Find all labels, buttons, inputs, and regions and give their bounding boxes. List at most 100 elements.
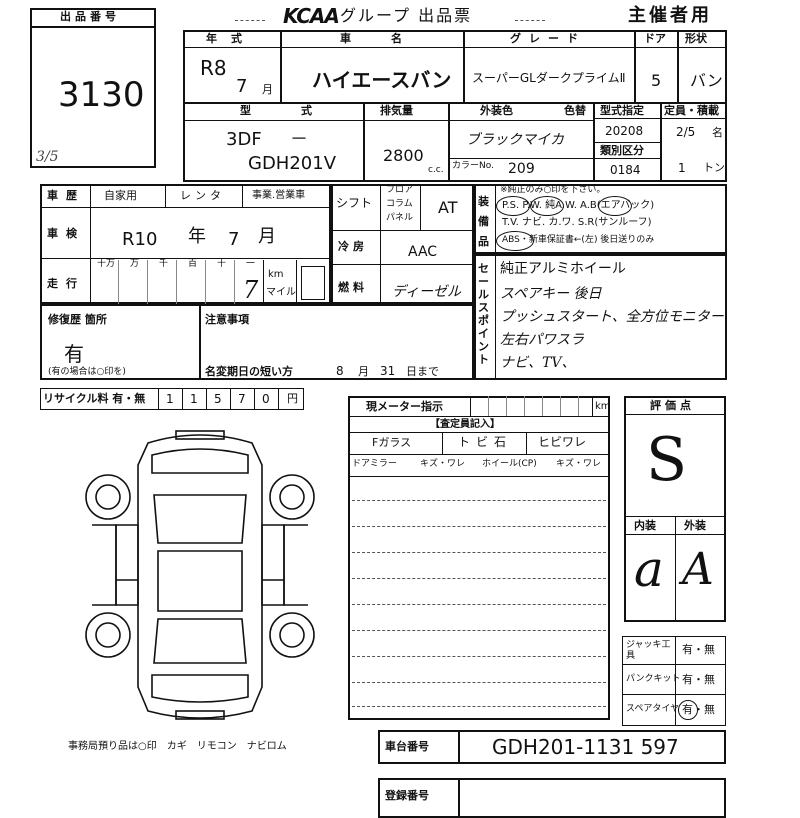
capacity-unit: 名 — [712, 126, 723, 139]
recycle-table — [40, 388, 304, 410]
vehicle-table — [183, 30, 727, 182]
fuel-value: ディーゼル — [392, 284, 462, 300]
month-unit: 月 — [262, 83, 273, 96]
mileage-unit-100k: 十万 — [97, 259, 116, 269]
equip-circle-abs — [496, 231, 534, 251]
inspector-label: 【査定員記入】 — [430, 419, 500, 430]
sales-point-2: スペアキー 後日 — [500, 286, 602, 302]
body-label: 形状 — [685, 32, 707, 45]
model-dash: － — [290, 129, 308, 150]
equipment-line-2: T.V. ナビ. カ.ワ. S.R(サンルーフ) — [502, 217, 652, 228]
recycle-digit-5: 0 — [262, 392, 270, 406]
puncture-kit-label: パンクキット — [626, 674, 681, 684]
office-items-note: 事務局預り品は○印 カギ リモコン ナビロム — [68, 741, 287, 752]
exterior-grade: A — [682, 544, 714, 595]
history-option-business[interactable]: 事業.営業車 — [252, 190, 306, 201]
sales-points-table — [474, 254, 727, 380]
equipment-label: 装備品 — [478, 195, 489, 248]
recycle-label: リサイクル料 有・無 — [43, 392, 146, 405]
repair-value: 有 — [64, 342, 84, 366]
repair-table — [40, 304, 474, 380]
caution-label: 注意事項 — [205, 313, 249, 326]
repair-note: (有の場合は○印を) — [48, 367, 126, 377]
model-prefix: 3DF — [226, 129, 262, 150]
meter-label: 現メーター指示 — [366, 400, 443, 413]
sales-point-3: プッシュスタート、全方位モニター — [500, 309, 724, 325]
load-value: 1 — [678, 161, 686, 175]
equipment-line-1: P.S. P.W. 純A.W. A.B(エアバック) — [502, 200, 655, 211]
class-label: 類別区分 — [600, 144, 644, 157]
car-name-label: 車名 — [340, 32, 442, 45]
recycle-digit-2: 1 — [190, 392, 198, 406]
registration-label: 登録番号 — [385, 789, 429, 802]
mileage-unit-10: 十 — [217, 259, 227, 269]
spare-tire-circle — [678, 700, 698, 720]
ac-value: AAC — [408, 244, 438, 260]
year-month: 7 — [236, 76, 248, 97]
model-label: 型式 — [240, 104, 362, 117]
recycle-unit: 円 — [287, 392, 298, 405]
equip-circle-ab — [598, 196, 632, 216]
mile-label: マイル — [266, 287, 296, 298]
puncture-kit-value[interactable]: 有・無 — [682, 673, 715, 686]
inspection-month-unit: 月 — [258, 226, 276, 247]
inspector-col-glass: Fガラス — [372, 436, 412, 449]
shift-table — [331, 184, 474, 304]
inspection-year-unit: 年 — [188, 226, 206, 247]
car-damage-diagram[interactable] — [80, 425, 320, 725]
color-name: ブラックマイカ — [466, 132, 564, 148]
brand-logo: KCAA — [283, 4, 340, 28]
year-label: 年式 — [206, 32, 256, 45]
type-approval-label: 型式指定 — [600, 104, 644, 117]
mileage-unit-1: 一 — [246, 259, 256, 269]
history-table — [40, 184, 331, 304]
lot-number-label: 出品番号 — [60, 10, 120, 23]
mileage-unit-1k: 千 — [159, 259, 169, 269]
door-value: 5 — [651, 71, 662, 90]
mileage-value: 7 — [243, 276, 259, 304]
displacement-label: 排気量 — [380, 104, 413, 117]
inspector-col-scratch-1: キズ・ワレ — [420, 459, 466, 469]
shift-value: AT — [438, 198, 458, 217]
equip-circle-pw — [530, 196, 564, 216]
chassis-table — [378, 730, 726, 764]
history-option-private[interactable]: 自家用 — [104, 189, 137, 202]
shift-option-floor[interactable]: フロア — [386, 185, 414, 195]
deadline-day-unit: 日まで — [406, 365, 439, 378]
capacity-value: 2/5 — [676, 125, 696, 139]
sales-point-1: 純正アルミホイール — [500, 261, 626, 277]
model-value: GDH201V — [248, 153, 337, 174]
year-era: R8 — [200, 56, 227, 80]
history-option-rental[interactable]: レンタ — [180, 189, 225, 202]
inspector-col-wheel: ホイール(CP) — [482, 459, 537, 469]
rating-score: S — [646, 425, 688, 495]
fuel-label: 燃料 — [338, 281, 368, 294]
registration-table — [378, 778, 726, 818]
shift-option-panel[interactable]: パネル — [386, 213, 414, 223]
lot-scribble: 3/5 — [36, 149, 59, 165]
jack-value[interactable]: 有・無 — [682, 643, 715, 656]
mileage-unit-100: 百 — [188, 259, 198, 269]
meter-table — [348, 396, 610, 720]
mileage-label: 走行 — [47, 277, 85, 290]
form-title: グループ 出品票 — [340, 6, 473, 25]
km-label: km — [268, 269, 284, 280]
tools-table — [622, 636, 726, 726]
inspection-label: 車検 — [47, 227, 85, 240]
jack-label: ジャッキ工具 — [626, 640, 671, 661]
shift-option-column[interactable]: コラム — [386, 199, 413, 209]
type-approval: 20208 — [605, 124, 644, 138]
color-no-label: カラーNo. — [452, 161, 494, 171]
load-unit: トン — [703, 161, 725, 174]
equipment-table — [474, 184, 727, 254]
lot-number-box — [30, 8, 156, 168]
copy-label: 主催者用 — [628, 5, 712, 26]
shift-label: シフト — [336, 196, 373, 210]
inspector-col-mirror: ドアミラー — [352, 459, 397, 469]
spare-tire-value[interactable]: 有・無 — [682, 703, 715, 716]
mile-checkbox[interactable] — [301, 266, 325, 300]
spare-tire-label: スペアタイヤ — [626, 704, 680, 714]
inspector-col-scratch-2: キズ・ワレ — [556, 459, 602, 469]
deadline-month: 8 — [336, 364, 344, 378]
displacement-value: 2800 — [383, 146, 424, 165]
